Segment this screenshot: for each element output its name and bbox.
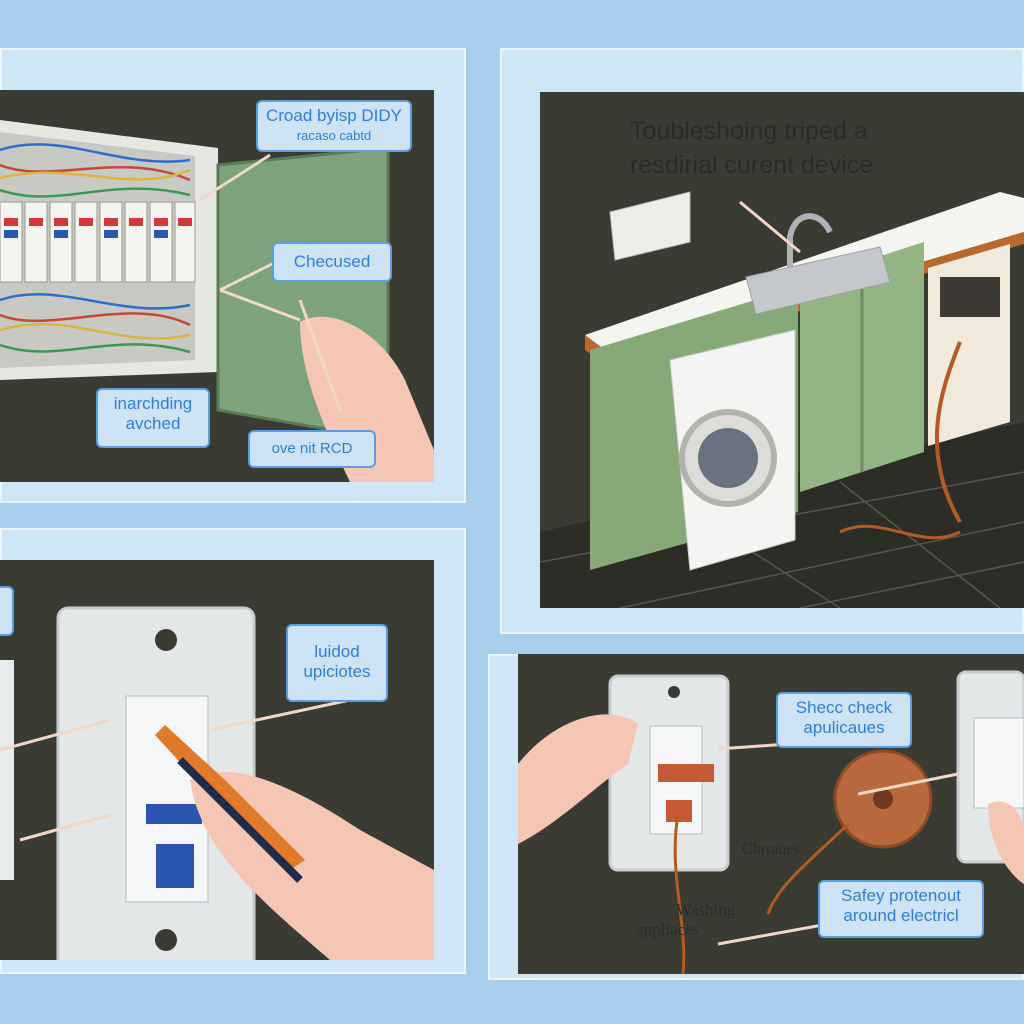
panel-4-scene (518, 654, 1024, 974)
callout-switch-line-2: upiciotes (303, 662, 371, 681)
label-washing-appliances: Washing appliaces (636, 900, 735, 940)
callout-safety-line-2: around electricl (843, 906, 959, 925)
callout-checked: Checused (272, 242, 392, 282)
breaker-board-illustration (0, 120, 434, 482)
appliance-check-illustration (518, 670, 1024, 974)
callout-left-line-2: avched (125, 414, 181, 433)
callout-board-bottom: ove nit RCD (248, 430, 376, 468)
label-washing-line-1: Washing (676, 900, 736, 919)
callout-check-line-2: apulicaues (803, 718, 885, 737)
panel-3-scene (0, 560, 434, 960)
kitchen-illustration (540, 191, 1024, 608)
panel-2-scene: Toubleshoing triped a resdirial curent d… (540, 92, 1024, 608)
callout-switch: luidod upiciotes (286, 624, 388, 702)
label-washing-line-2: appliaces (636, 920, 700, 939)
callout-board-top: Croad byisp DIDY racaso cabtd (256, 100, 412, 152)
rcd-switch-illustration (0, 606, 434, 960)
callout-left: inarchding avched (96, 388, 210, 448)
callout-check-line-1: Shecc check (795, 698, 893, 717)
callout-safety: Safey protenout around electricl (818, 880, 984, 938)
callout-check-appliances: Shecc check apulicaues (776, 692, 912, 748)
callout-switch-line-1: luidod (314, 642, 360, 661)
panel-3-left-tab (0, 586, 14, 636)
panel-2-title-line-2: resdirial curent device (630, 151, 874, 179)
label-chrraues: Chrraues (742, 841, 800, 858)
callout-board-top-line-1: Croad byisp DIDY (265, 106, 403, 125)
panel-1-scene (0, 90, 434, 482)
panel-2-title-line-1: Toubleshoing triped a (630, 117, 868, 145)
callout-safety-line-1: Safey protenout (840, 886, 962, 905)
callout-board-top-line-2: racaso cabtd (296, 128, 372, 143)
callout-left-line-1: inarchding (113, 394, 193, 413)
panel-2-title: Toubleshoing triped a resdirial curent d… (630, 114, 873, 182)
